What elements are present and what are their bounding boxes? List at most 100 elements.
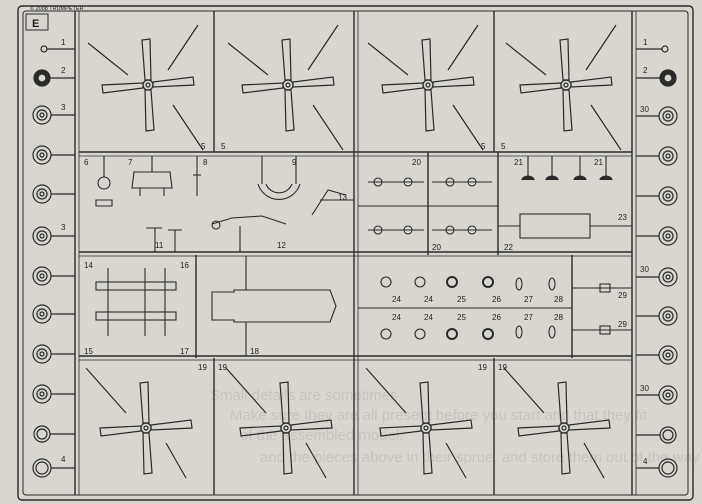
- part-number-label: 14: [84, 261, 93, 270]
- wheel: [32, 145, 75, 165]
- part-number-label: 19: [218, 363, 227, 372]
- part-number-label: 21: [594, 158, 603, 167]
- part: [572, 283, 632, 335]
- copyright-text: © 2008 TRUMPETER: [30, 5, 83, 12]
- propeller: [227, 24, 344, 151]
- part-number-label: 15: [84, 347, 93, 356]
- ring: [33, 425, 75, 443]
- part-number-label: 5: [481, 142, 486, 151]
- part: [95, 156, 113, 207]
- part-number-label: 28: [554, 295, 563, 304]
- part-number-label: 20: [432, 243, 441, 252]
- part-number-label: 22: [504, 243, 513, 252]
- propeller: [225, 367, 333, 479]
- part-number-label: 5: [501, 142, 506, 151]
- part-number-label: 11: [155, 241, 164, 250]
- propeller-labels: 5 5 5 5 19 19 19 19: [198, 142, 507, 372]
- part-number-label: 23: [618, 213, 627, 222]
- middle-parts: [95, 156, 632, 252]
- background-text-line: and the pieces above in their sprue, and…: [260, 449, 700, 466]
- propeller: [505, 24, 622, 151]
- part-number-label: 6: [84, 158, 89, 167]
- part-number-label: 5: [221, 142, 226, 151]
- wheel: [32, 266, 75, 286]
- wheel: [636, 146, 678, 166]
- part-number-label: 30: [640, 105, 649, 114]
- wheel: [636, 226, 678, 246]
- left-wheel-column: [32, 45, 75, 478]
- small-disc: [661, 45, 669, 53]
- part-number-label: 27: [524, 313, 533, 322]
- wheel: [636, 106, 678, 126]
- part-number-label: 19: [498, 363, 507, 372]
- wheel: [32, 184, 75, 204]
- wheel: [636, 267, 678, 287]
- ring: [636, 426, 677, 444]
- part-number-label: 25: [457, 295, 466, 304]
- bottom-propellers: [85, 367, 611, 479]
- propeller: [87, 24, 204, 151]
- part-number-label: 24: [424, 313, 433, 322]
- part: [211, 256, 337, 356]
- wheel: [32, 344, 75, 364]
- wheel: [32, 226, 75, 246]
- part: [358, 276, 572, 340]
- part-number-label: 17: [180, 347, 189, 356]
- top-propellers: [87, 24, 622, 151]
- part-number-label: 3: [61, 223, 66, 232]
- right-labels: 1 2 30 30 30 4: [640, 38, 649, 466]
- part: [95, 268, 177, 336]
- part-number-label: 12: [277, 241, 286, 250]
- ring: [32, 458, 75, 478]
- wheel: [636, 306, 678, 326]
- propeller: [85, 367, 193, 479]
- part-number-label: 16: [180, 261, 189, 270]
- background-text-line: Make sure they are all present before yo…: [230, 407, 648, 424]
- sprue-frame: [17, 5, 694, 501]
- background-text-line: Small details are sometimes: [210, 387, 398, 404]
- part: [358, 177, 498, 235]
- sprue-letter: E: [32, 18, 39, 30]
- part-number-label: 5: [201, 142, 206, 151]
- part-number-label: 30: [640, 265, 649, 274]
- wheel: [32, 105, 75, 125]
- ring: [636, 458, 678, 478]
- wheel: [32, 304, 75, 324]
- part: [521, 156, 613, 181]
- part: [193, 156, 201, 196]
- propeller: [503, 367, 611, 479]
- wheel: [636, 385, 678, 405]
- part-number-label: 21: [514, 158, 523, 167]
- part-number-label: 26: [492, 295, 501, 304]
- wheel: [636, 345, 678, 365]
- propeller: [365, 367, 473, 479]
- part-number-label: 30: [640, 384, 649, 393]
- part: [146, 227, 182, 252]
- sprue-letter-box: [25, 13, 49, 31]
- part-number-label: 29: [618, 320, 627, 329]
- part-number-label: 1: [643, 38, 648, 47]
- part-number-label: 4: [61, 455, 66, 464]
- background-text-line: of the assembled model.: [240, 427, 403, 444]
- right-wheel-column: [636, 45, 678, 478]
- part-number-label: 7: [128, 158, 133, 167]
- part-number-label: 18: [250, 347, 259, 356]
- part: [131, 156, 173, 196]
- part-number-label: 9: [292, 158, 297, 167]
- part-number-label: 3: [61, 103, 66, 112]
- part: [311, 189, 354, 216]
- part-number-label: 24: [424, 295, 433, 304]
- wheel: [636, 186, 678, 206]
- part-number-label: 13: [338, 193, 347, 202]
- part-labels: 6 7 8 9 11 12 13 14 15 16 17 18 20 20 21…: [84, 158, 627, 356]
- part-number-label: 24: [392, 295, 401, 304]
- left-labels: 1 2 3 3 4: [61, 38, 66, 464]
- part-number-label: 27: [524, 295, 533, 304]
- lower-parts: [95, 256, 632, 356]
- part-number-label: 25: [457, 313, 466, 322]
- part-number-label: 24: [392, 313, 401, 322]
- propeller: [367, 24, 484, 151]
- part-number-label: 28: [554, 313, 563, 322]
- part: [257, 156, 301, 200]
